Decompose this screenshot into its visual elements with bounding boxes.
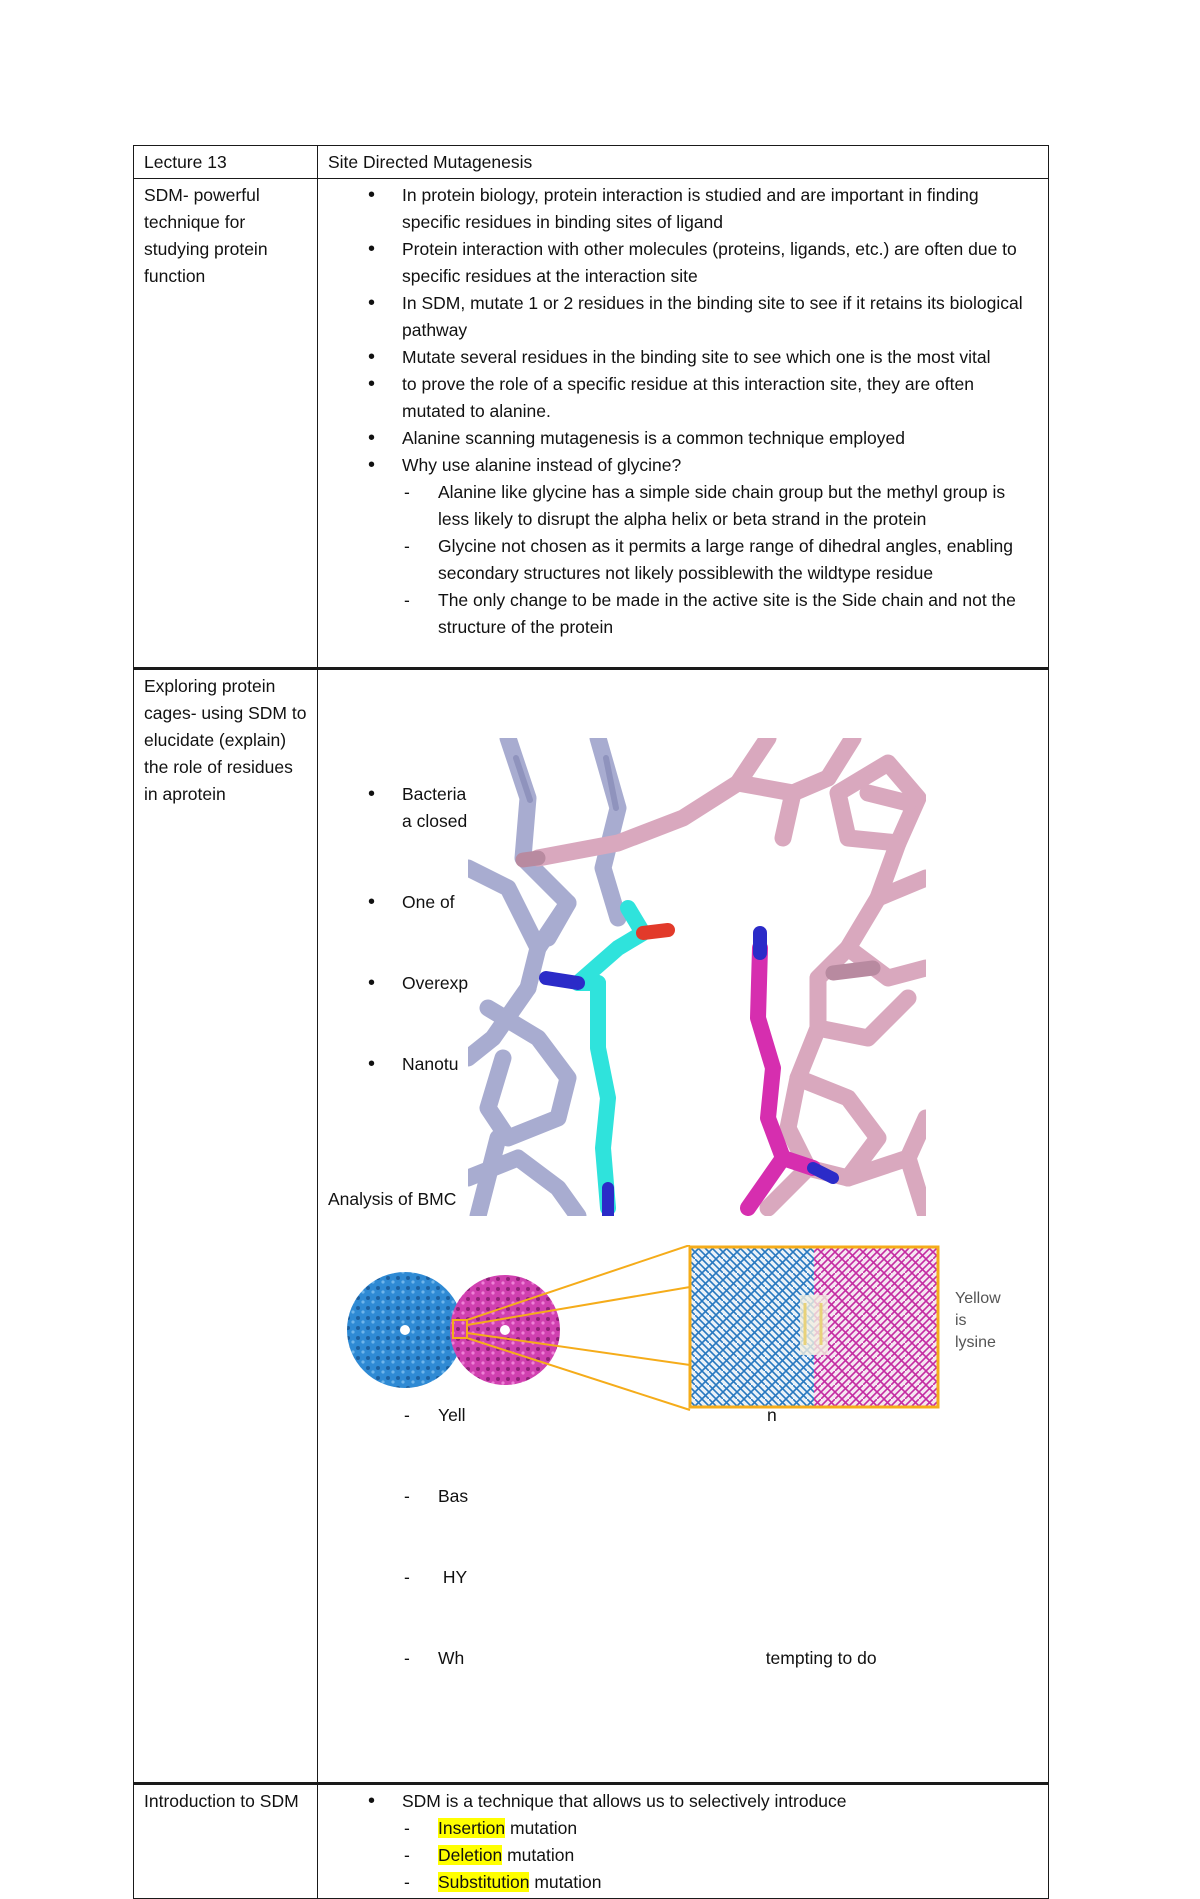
list-item: Bas — [328, 1483, 1040, 1510]
list-item: One of — [328, 889, 1040, 916]
mutation-list: Insertion mutation Deletion mutation Sub… — [328, 1815, 1040, 1896]
row-label: Exploring protein cages- using SDM to el… — [133, 667, 318, 1784]
row-protein-cages: Exploring protein cages- using SDM to el… — [133, 667, 1049, 1784]
list-item: Alanine like glycine has a simple side c… — [328, 479, 1040, 533]
bullet-list: In protein biology, protein interaction … — [328, 182, 1040, 479]
list-item: Glycine not chosen as it permits a large… — [328, 533, 1040, 587]
list-item: Why use alanine instead of glycine? — [328, 452, 1040, 479]
highlighted-term: Insertion — [438, 1818, 506, 1838]
list-item: In protein biology, protein interaction … — [328, 182, 1040, 236]
pink-chain — [529, 738, 926, 1216]
list-item: to prove the role of a specific residue … — [328, 371, 1040, 425]
list-item: Protein interaction with other molecules… — [328, 236, 1040, 290]
dash-list: Alanine like glycine has a simple side c… — [328, 479, 1040, 641]
row-label: SDM- powerful technique for studying pro… — [133, 178, 318, 669]
cyan-residue — [570, 900, 651, 1216]
row-intro-sdm: Introduction to SDM SDM is a technique t… — [133, 1782, 1049, 1899]
lecture-title: Site Directed Mutagenesis — [317, 145, 1049, 179]
lecture-label: Lecture 13 — [133, 145, 318, 179]
list-item: Alanine scanning mutagenesis is a common… — [328, 425, 1040, 452]
bullet-list: SDM is a technique that allows us to sel… — [328, 1788, 1040, 1815]
list-item: Yell n — [328, 1402, 1040, 1429]
list-item: Insertion mutation — [328, 1815, 1040, 1842]
protein-cage-figure — [345, 1244, 985, 1415]
highlighted-term: Substitution — [438, 1872, 530, 1892]
list-item: SDM is a technique that allows us to sel… — [328, 1788, 1040, 1815]
list-item: Mutate several residues in the binding s… — [328, 344, 1040, 371]
list-item: HY — [328, 1564, 1040, 1591]
row-header: Lecture 13 Site Directed Mutagenesis — [133, 145, 1049, 179]
highlighted-term: Deletion — [438, 1845, 503, 1865]
figure-caption: Yellow is lysine — [955, 1290, 1001, 1351]
list-item: Deletion mutation — [328, 1842, 1040, 1869]
row-sdm-technique: SDM- powerful technique for studying pro… — [133, 178, 1049, 669]
list-item: Wh tempting to do — [328, 1645, 1040, 1672]
molecular-structure-image — [468, 738, 926, 1216]
list-item: The only change to be made in the active… — [328, 587, 1040, 641]
list-item: In SDM, mutate 1 or 2 residues in the bi… — [328, 290, 1040, 344]
subheading: Analysis of BMC — [328, 1189, 457, 1209]
inset-zoom — [688, 1245, 940, 1409]
row-label: Introduction to SDM — [133, 1782, 318, 1899]
list-item: Substitution mutation — [328, 1869, 1040, 1896]
